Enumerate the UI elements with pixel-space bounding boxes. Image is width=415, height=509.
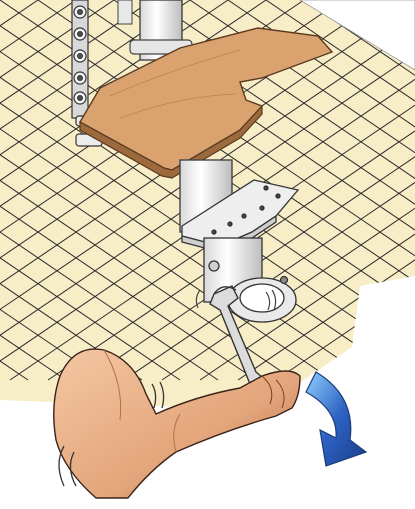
curved-arrow-icon (306, 372, 366, 466)
